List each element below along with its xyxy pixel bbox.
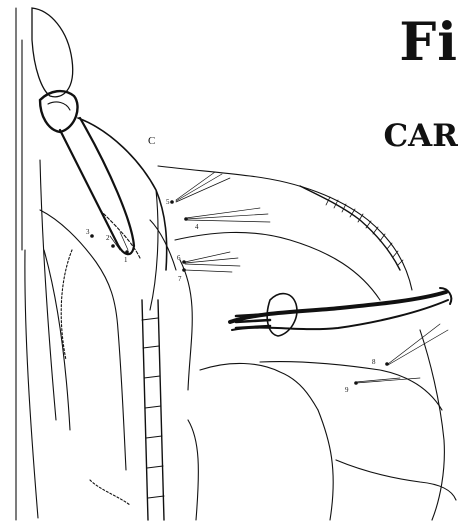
marker-6: 6 xyxy=(177,254,181,262)
marker-2: 2 xyxy=(106,234,110,242)
scapula-outline xyxy=(150,166,412,390)
ligament-attachment xyxy=(236,294,297,336)
marker-1: 1 xyxy=(124,256,128,264)
vertebral-column-outline xyxy=(16,8,56,520)
clavicle-head xyxy=(32,8,78,132)
costal-cartilage xyxy=(142,300,164,520)
marker-9: 9 xyxy=(345,386,349,394)
marker-4: 4 xyxy=(195,223,199,231)
marker-7: 7 xyxy=(178,275,182,283)
marker-8: 8 xyxy=(372,358,376,366)
coracoid-ligament xyxy=(230,288,451,330)
marker-3: 3 xyxy=(86,228,90,236)
region-label-c: C xyxy=(148,135,155,147)
label-dots xyxy=(90,200,389,385)
marker-5: 5 xyxy=(166,198,170,206)
humerus-outline xyxy=(188,330,456,520)
